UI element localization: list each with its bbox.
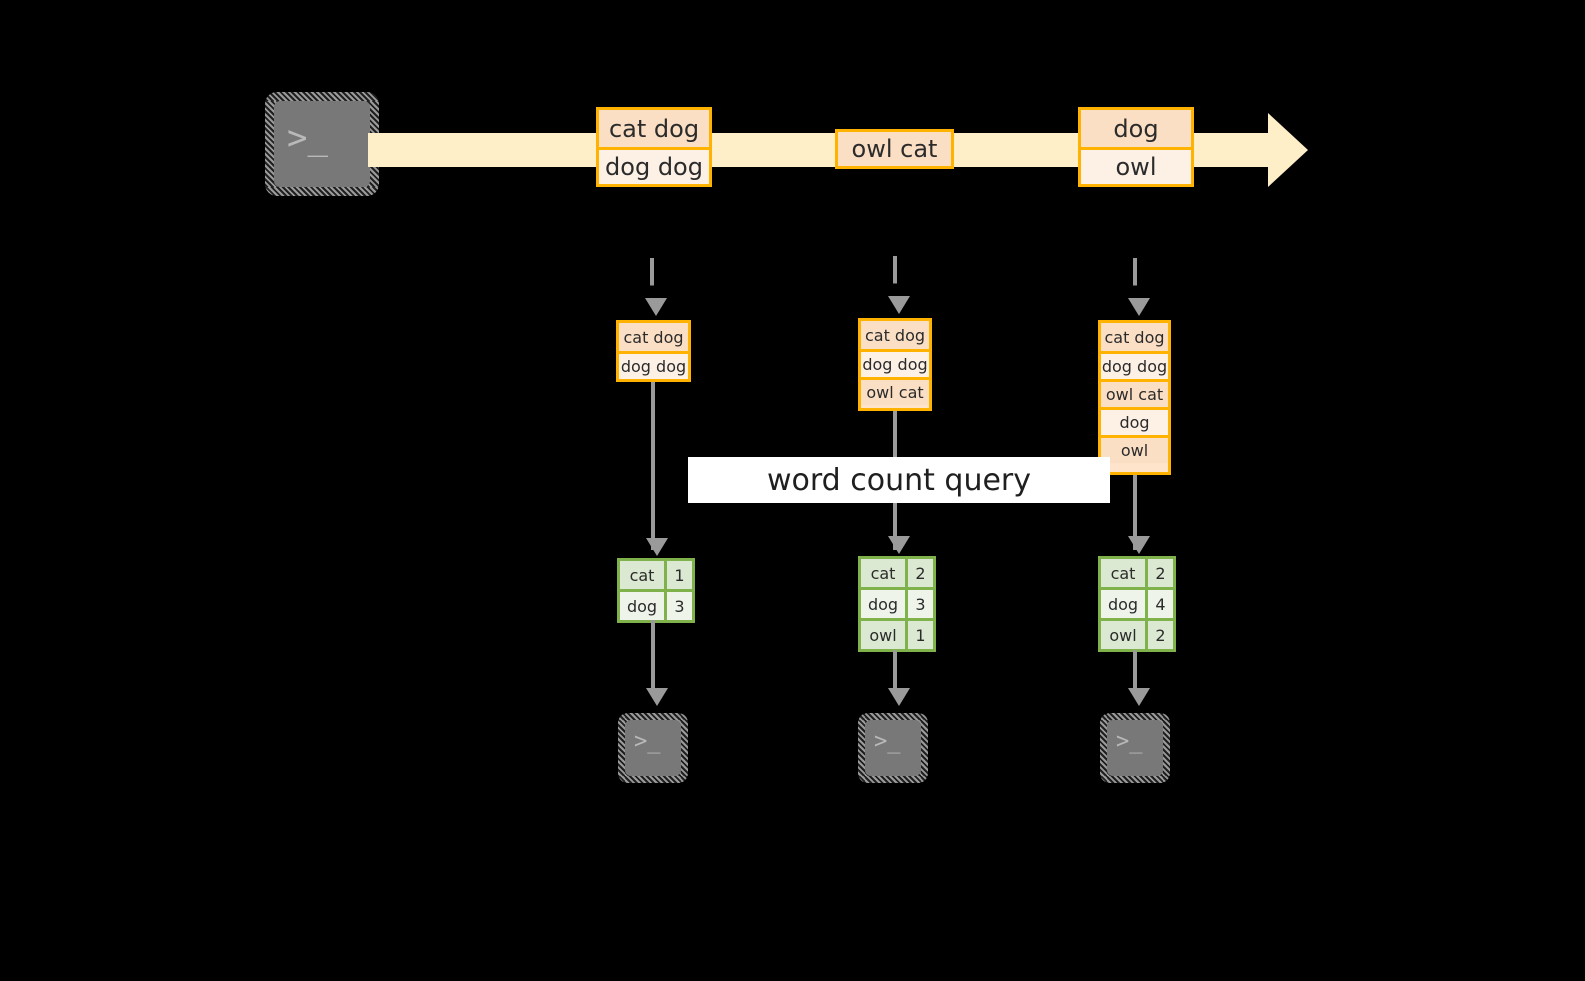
result-count: 2 [1145, 621, 1173, 649]
stream-batch-2: owl cat [835, 129, 954, 169]
result-row: dog 3 [620, 589, 692, 620]
stream-batch-1-line-1: cat dog [599, 110, 709, 147]
result-count: 3 [664, 592, 692, 620]
result-count: 1 [664, 561, 692, 589]
source-terminal-icon: >_ [265, 92, 379, 196]
result-row: cat 2 [1101, 559, 1173, 587]
dashed-connector-1-head [645, 298, 667, 316]
terminal-prompt-glyph: >_ [634, 729, 661, 754]
query-connector-1-head [646, 538, 668, 556]
terminal-screen [865, 720, 921, 776]
result-row: cat 2 [861, 559, 933, 587]
stream-batch-3: dog owl [1078, 107, 1194, 187]
result-count: 2 [905, 559, 933, 587]
terminal-prompt-glyph: >_ [874, 729, 901, 754]
accumulated-line: dog [1101, 407, 1168, 435]
dashed-connector-2-head [888, 296, 910, 314]
query-connector-1 [651, 382, 655, 550]
accumulated-line: cat dog [1101, 323, 1168, 351]
accumulated-line: dog dog [1101, 351, 1168, 379]
result-table-stage-2: cat 2 dog 3 owl 1 [858, 556, 936, 652]
result-count: 1 [905, 621, 933, 649]
result-word: dog [861, 590, 905, 618]
result-row: owl 1 [861, 618, 933, 649]
result-row: owl 2 [1101, 618, 1173, 649]
dashed-connector-3 [1133, 258, 1137, 302]
accumulated-line: cat dog [619, 323, 688, 351]
result-count: 4 [1145, 590, 1173, 618]
result-count: 3 [905, 590, 933, 618]
result-table-stage-3: cat 2 dog 4 owl 2 [1098, 556, 1176, 652]
accumulated-line: cat dog [861, 321, 929, 349]
query-connector-2-head [888, 536, 910, 554]
result-word: owl [861, 621, 905, 649]
accumulated-records-stage-2: cat dog dog dog owl cat [858, 318, 932, 411]
sink-connector-3 [1133, 650, 1137, 694]
dashed-connector-3-head [1128, 298, 1150, 316]
result-word: cat [861, 559, 905, 587]
result-word: cat [620, 561, 664, 589]
result-word: dog [620, 592, 664, 620]
stream-batch-1-line-2: dog dog [599, 147, 709, 184]
accumulated-line: owl cat [1101, 379, 1168, 407]
terminal-screen [1107, 720, 1163, 776]
sink-terminal-icon-3: >_ [1100, 713, 1170, 783]
accumulated-records-stage-1: cat dog dog dog [616, 320, 691, 382]
sink-connector-1-head [646, 688, 668, 706]
terminal-screen [274, 101, 370, 187]
accumulated-line: owl [1101, 435, 1168, 463]
stream-arrow-head [1268, 113, 1308, 187]
terminal-screen [625, 720, 681, 776]
accumulated-line: owl cat [861, 377, 929, 405]
result-word: cat [1101, 559, 1145, 587]
query-label: word count query [688, 457, 1110, 503]
query-connector-3 [1133, 475, 1137, 550]
stream-batch-3-line-2: owl [1081, 147, 1191, 184]
sink-connector-1 [651, 620, 655, 694]
accumulated-records-stage-3: cat dog dog dog owl cat dog owl [1098, 320, 1171, 475]
result-row: cat 1 [620, 561, 692, 589]
stream-batch-3-line-1: dog [1081, 110, 1191, 147]
result-table-stage-1: cat 1 dog 3 [617, 558, 695, 623]
sink-connector-3-head [1128, 688, 1150, 706]
terminal-prompt-glyph: >_ [287, 118, 328, 158]
result-word: dog [1101, 590, 1145, 618]
query-connector-3-head [1128, 536, 1150, 554]
accumulated-line: dog dog [619, 351, 688, 379]
stream-batch-1: cat dog dog dog [596, 107, 712, 187]
sink-connector-2 [893, 650, 897, 694]
terminal-prompt-glyph: >_ [1116, 729, 1143, 754]
dashed-connector-1 [650, 258, 654, 302]
result-count: 2 [1145, 559, 1173, 587]
stream-batch-2-line-1: owl cat [838, 132, 951, 166]
result-row: dog 3 [861, 587, 933, 618]
accumulated-line: dog dog [861, 349, 929, 377]
result-word: owl [1101, 621, 1145, 649]
sink-terminal-icon-2: >_ [858, 713, 928, 783]
sink-terminal-icon-1: >_ [618, 713, 688, 783]
result-row: dog 4 [1101, 587, 1173, 618]
sink-connector-2-head [888, 688, 910, 706]
dashed-connector-2 [893, 256, 897, 300]
